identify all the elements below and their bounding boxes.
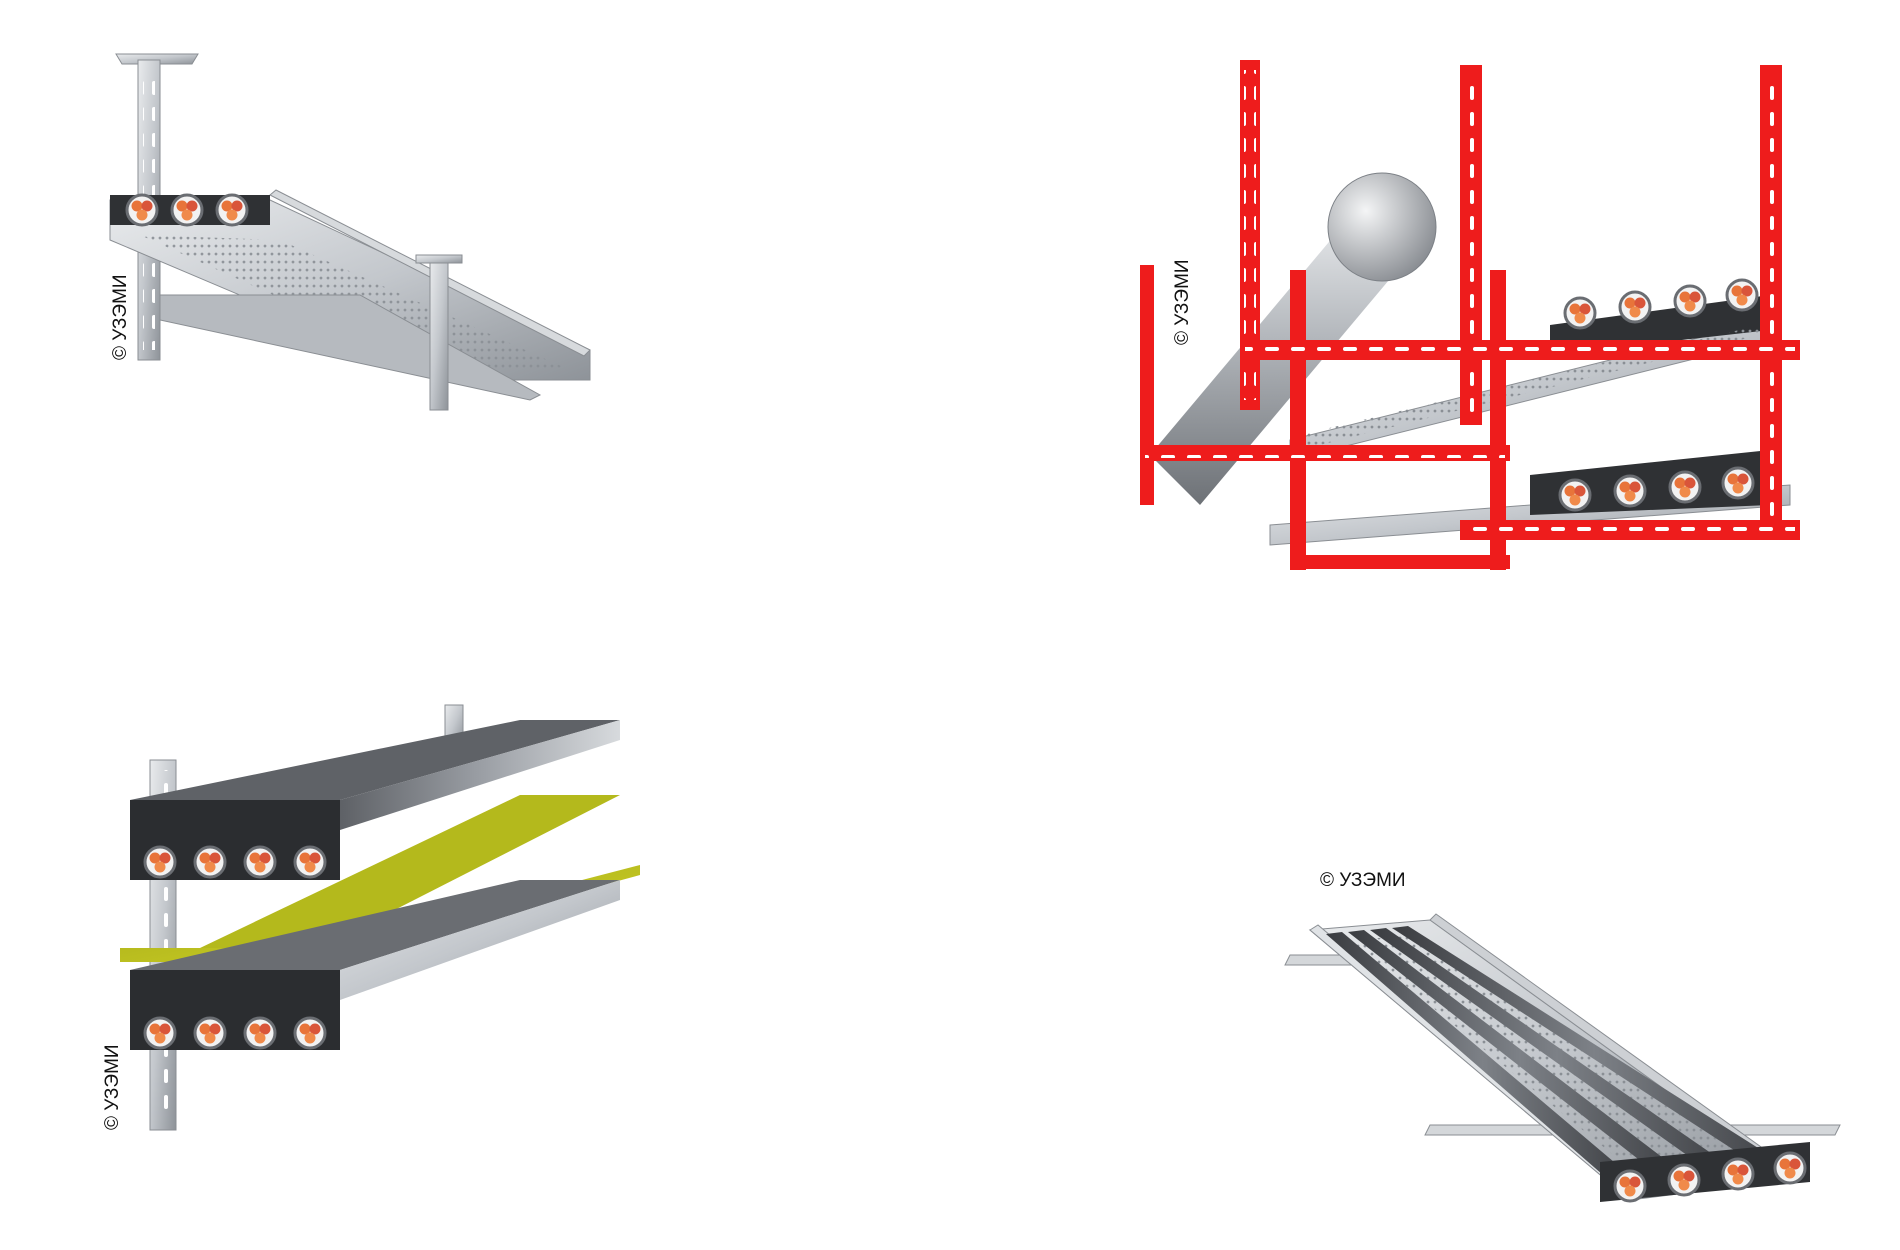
cable-section: [1673, 284, 1707, 318]
duct-pipe-end: [1327, 172, 1437, 282]
copyright-watermark: © УЗЭМИ: [102, 1044, 123, 1130]
cable-section: [1613, 1169, 1647, 1203]
cable-section: [215, 193, 249, 227]
cable-section: [1721, 1157, 1755, 1191]
cable-section: [293, 845, 327, 879]
cable-section: [125, 193, 159, 227]
cable-section: [193, 845, 227, 879]
lower-tray: [130, 880, 620, 970]
cable-section: [293, 1016, 327, 1050]
copyright-watermark: © УЗЭМИ: [1172, 259, 1193, 345]
trays-with-fire-barrier-image: © УЗЭМИ: [100, 700, 660, 1140]
cable-section: [143, 1016, 177, 1050]
cable-section: [1618, 290, 1652, 324]
copyright-watermark: © УЗЭМИ: [110, 274, 131, 360]
copyright-watermark: © УЗЭМИ: [1320, 870, 1406, 891]
corrugated-tube: [1348, 930, 1692, 1184]
cable-section: [1563, 296, 1597, 330]
cable-section: [193, 1016, 227, 1050]
red-frame-post: [1140, 265, 1154, 505]
cable-section: [1667, 1163, 1701, 1197]
tray-on-bracket-image: © УЗЭМИ: [100, 50, 620, 411]
upper-covered-tray: [130, 720, 620, 800]
cable-section: [1725, 278, 1759, 312]
corrugated-tube: [1370, 928, 1744, 1180]
cable-section: [1773, 1151, 1807, 1185]
cable-section: [1721, 466, 1755, 500]
fire-protected-rack-image: © УЗЭМИ: [1130, 55, 1810, 575]
cable-section: [243, 845, 277, 879]
cable-section: [143, 845, 177, 879]
tray-with-tubes-image: © УЗЭМИ: [1270, 870, 1850, 1210]
red-frame-beam: [1290, 555, 1510, 569]
ceiling-plate: [115, 53, 199, 65]
red-frame-post: [1290, 270, 1306, 570]
cable-section: [1668, 470, 1702, 504]
vertical-post-2: [429, 259, 449, 411]
cable-section: [243, 1016, 277, 1050]
cable-section: [170, 193, 204, 227]
corrugated-tube: [1392, 926, 1796, 1176]
cable-section: [1613, 474, 1647, 508]
cable-section: [1558, 478, 1592, 512]
corrugated-tube: [1326, 932, 1640, 1188]
